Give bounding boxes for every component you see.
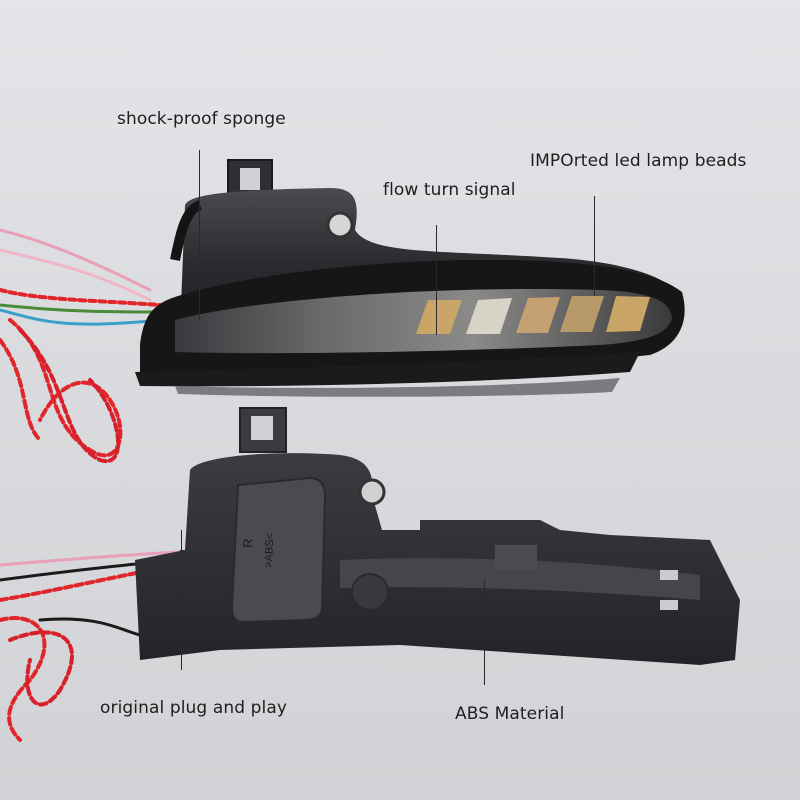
label-shock-proof-sponge: shock-proof sponge: [117, 109, 286, 129]
turn-signal-top-unit: [135, 159, 685, 397]
leader-abs-material: [484, 580, 485, 685]
label-original-plug-and-play: original plug and play: [100, 698, 288, 718]
led-segments: [416, 296, 650, 334]
leader-flow-turn-signal: [436, 225, 437, 335]
label-abs-material: ABS Material: [455, 704, 565, 724]
housing-mark-abs: >ABS<: [263, 533, 276, 568]
wire-bundle-top: [0, 228, 162, 464]
abs-housing-bottom-unit: [135, 407, 740, 665]
leader-plug-and-play: [181, 530, 182, 670]
leader-shock-proof-sponge: [199, 150, 200, 320]
label-imported-led-lamp-beads: IMPOrted led lamp beads: [530, 151, 747, 171]
leader-imported-led: [594, 196, 595, 296]
label-flow-turn-signal: flow turn signal: [383, 180, 516, 200]
housing-mark-r: R: [240, 538, 255, 548]
